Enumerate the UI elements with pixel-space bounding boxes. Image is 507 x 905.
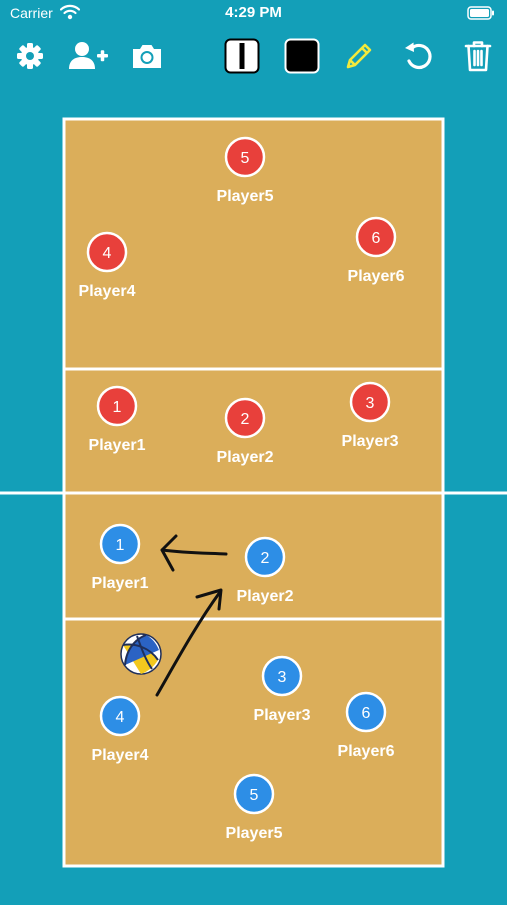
player-number: 4 <box>116 709 125 726</box>
player-number: 5 <box>250 787 259 804</box>
settings-button[interactable] <box>10 38 50 78</box>
player-marker <box>96 385 138 427</box>
player-name: Player5 <box>217 188 274 205</box>
status-bar: Carrier 4:29 PM <box>0 0 507 28</box>
player-marker <box>349 381 391 423</box>
player-name: Player2 <box>217 449 274 466</box>
player-number: 4 <box>103 245 112 262</box>
player-name: Player5 <box>226 825 283 842</box>
pencil-icon <box>342 39 376 78</box>
player-name: Player1 <box>89 437 146 454</box>
player-marker <box>224 136 266 178</box>
player-marker <box>99 523 141 565</box>
drawn-arrow-pass <box>160 534 228 572</box>
clock: 4:29 PM <box>225 4 282 21</box>
player-number: 6 <box>372 230 381 247</box>
player-marker <box>86 231 128 273</box>
player-marker <box>261 655 303 697</box>
trash-icon <box>463 39 493 78</box>
player-number: 1 <box>113 399 122 416</box>
volleyball-icon[interactable] <box>120 633 162 675</box>
carrier-label: Carrier <box>10 5 53 21</box>
camera-button[interactable] <box>127 38 167 78</box>
camera-icon <box>130 41 164 76</box>
player-name: Player2 <box>237 588 294 605</box>
player-name: Player3 <box>342 433 399 450</box>
toolbar <box>0 30 507 86</box>
player-name: Player3 <box>254 707 311 724</box>
wifi-icon <box>59 4 81 25</box>
add-player-button[interactable] <box>66 38 112 78</box>
undo-button[interactable] <box>398 38 438 78</box>
player-number: 6 <box>362 705 371 722</box>
player-number: 2 <box>241 411 250 428</box>
color-button[interactable] <box>282 38 322 78</box>
player-marker <box>224 397 266 439</box>
drawn-arrow-run <box>155 588 223 697</box>
player-name: Player4 <box>79 283 136 300</box>
clear-button[interactable] <box>458 38 498 78</box>
player-number: 1 <box>116 537 125 554</box>
color-swatch-icon <box>284 38 320 79</box>
undo-icon <box>401 39 435 78</box>
player-number: 3 <box>278 669 287 686</box>
player-number: 5 <box>241 150 250 167</box>
player-marker <box>345 691 387 733</box>
player-marker <box>233 773 275 815</box>
line-width-icon <box>224 38 260 79</box>
battery-icon <box>467 6 495 25</box>
player-name: Player1 <box>92 575 149 592</box>
player-marker <box>99 695 141 737</box>
line-width-button[interactable] <box>222 38 262 78</box>
player-name: Player4 <box>92 747 149 764</box>
gear-icon <box>14 40 46 77</box>
player-marker <box>355 216 397 258</box>
add-user-icon <box>68 40 110 77</box>
player-marker <box>244 536 286 578</box>
player-number: 3 <box>366 395 375 412</box>
player-name: Player6 <box>348 268 405 285</box>
player-number: 2 <box>261 550 270 567</box>
player-name: Player6 <box>338 743 395 760</box>
pencil-button[interactable] <box>339 38 379 78</box>
